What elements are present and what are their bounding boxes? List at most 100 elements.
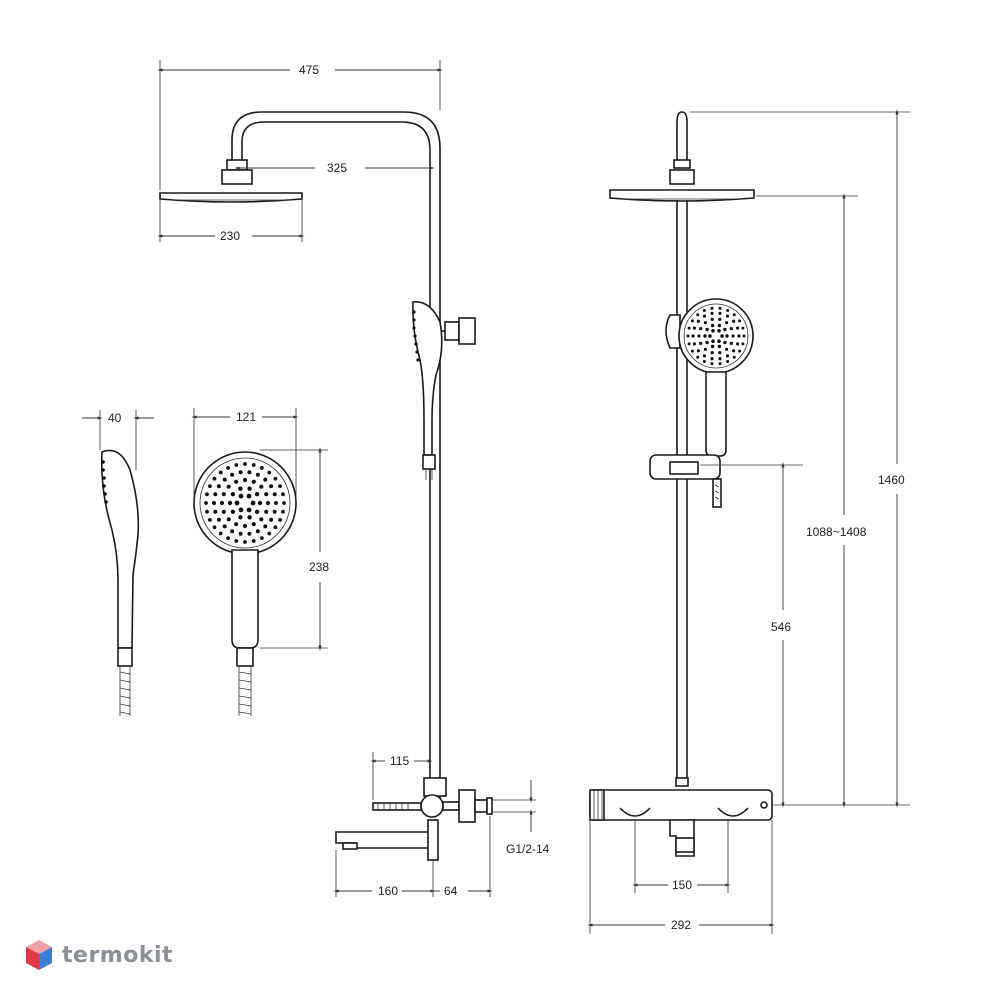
nozzle-dot — [710, 317, 714, 321]
nozzle-dot — [736, 326, 740, 330]
nozzle-dot — [742, 334, 746, 338]
dim-150: 150 — [672, 878, 692, 892]
nozzle-dot — [725, 334, 729, 338]
brand-name: termokit — [62, 942, 174, 968]
nozzle-dot — [272, 492, 277, 497]
nozzle-dot — [222, 524, 227, 529]
nozzle-dot — [254, 509, 260, 514]
dim-325: 325 — [327, 161, 347, 175]
nozzle-dot — [251, 539, 256, 543]
nozzle-dot — [247, 486, 252, 491]
nozzle-dot — [216, 484, 221, 489]
nozzle-dot — [687, 342, 691, 346]
nozzle-dot — [254, 492, 260, 497]
front-dimensions: 1460 1088~1408 546 150 292 — [587, 109, 910, 934]
nozzle-dot — [710, 344, 715, 349]
dim-64: 64 — [444, 884, 458, 898]
nozzle-dot — [234, 500, 240, 506]
nozzle-dot — [208, 484, 212, 488]
nozzle-dot — [230, 509, 236, 514]
nozzle-dot — [718, 311, 722, 315]
dim-546: 546 — [771, 620, 791, 634]
nozzle-dot — [717, 329, 721, 333]
dim-115: 115 — [390, 754, 409, 768]
nozzle-dot — [702, 314, 707, 318]
nozzle-dot — [212, 501, 216, 505]
nozzle-dot — [725, 314, 730, 318]
nozzle-dot — [234, 539, 239, 543]
nozzle-dot — [710, 357, 714, 361]
nozzle-dot — [218, 531, 223, 536]
nozzle-dot — [710, 362, 714, 366]
nozzle-dot — [696, 355, 700, 359]
nozzle-dot — [260, 536, 264, 540]
nozzle-dot — [221, 509, 226, 514]
nozzle-dot — [205, 509, 209, 514]
nozzle-dot — [213, 509, 218, 514]
nozzle-dot — [264, 509, 269, 514]
nozzle-dot — [705, 327, 709, 332]
nozzle-dot — [230, 492, 236, 497]
nozzle-dot — [729, 341, 733, 345]
nozzle-dot — [741, 326, 745, 330]
nozzle-dot — [281, 509, 285, 514]
nozzle-dot — [710, 323, 715, 328]
hand-shower-front-detail — [193, 451, 297, 716]
nozzle-dot — [234, 522, 239, 527]
nozzle-dot — [250, 500, 256, 506]
nozzle-dot — [267, 470, 272, 475]
nozzle-dot — [219, 500, 225, 506]
dim-1088-1408: 1088~1408 — [806, 525, 867, 539]
nozzle-dot — [234, 463, 239, 467]
nozzle-dot — [699, 341, 703, 345]
nozzle-dot — [278, 484, 282, 488]
dim-1460: 1460 — [878, 473, 905, 487]
nozzle-dot — [274, 501, 278, 505]
front-view — [589, 111, 773, 857]
side-view — [159, 111, 493, 861]
nozzle-dot — [242, 477, 248, 483]
front-view-hand-shower-nozzles — [686, 306, 746, 366]
nozzle-dot — [273, 525, 278, 530]
dim-230: 230 — [220, 229, 240, 243]
hand-shower-side-detail — [100, 449, 140, 716]
nozzle-dot — [264, 492, 269, 497]
nozzle-dot — [216, 517, 221, 522]
nozzle-dot — [238, 507, 244, 513]
nozzle-dot — [717, 323, 722, 328]
nozzle-dot — [260, 466, 264, 470]
nozzle-dot — [230, 472, 235, 477]
nozzle-dot — [263, 477, 268, 482]
nozzle-dot — [725, 347, 729, 351]
nozzle-dot — [221, 492, 226, 497]
nozzle-dot — [723, 340, 727, 345]
nozzle-dot — [729, 327, 733, 331]
nozzle-dot — [212, 476, 217, 481]
dim-thread: G1/2-14 — [506, 842, 550, 856]
nozzle-dot — [230, 529, 235, 534]
nozzle-dot — [255, 472, 260, 477]
nozzle-dot — [259, 484, 264, 489]
nozzle-dot — [725, 354, 730, 358]
nozzle-dot — [736, 342, 740, 346]
nozzle-dot — [711, 339, 715, 344]
nozzle-dot — [725, 321, 729, 325]
nozzle-dot — [720, 334, 724, 338]
nozzle-dot — [705, 340, 709, 345]
dim-40: 40 — [108, 411, 122, 425]
nozzle-dot — [242, 523, 248, 529]
nozzle-dot — [238, 470, 243, 475]
nozzle-dot — [227, 500, 233, 506]
nozzle-dot — [697, 334, 701, 338]
nozzle-dot — [251, 479, 256, 484]
nozzle-dot — [737, 334, 741, 338]
dim-121: 121 — [236, 410, 256, 424]
nozzle-dot — [703, 334, 707, 338]
dim-238: 238 — [309, 560, 329, 574]
nozzle-dot — [708, 334, 712, 338]
nozzle-dot — [246, 493, 252, 499]
nozzle-dot — [226, 517, 231, 522]
nozzle-dot — [243, 540, 247, 544]
nozzle-dot — [703, 347, 708, 351]
nozzle-dot — [690, 349, 694, 353]
